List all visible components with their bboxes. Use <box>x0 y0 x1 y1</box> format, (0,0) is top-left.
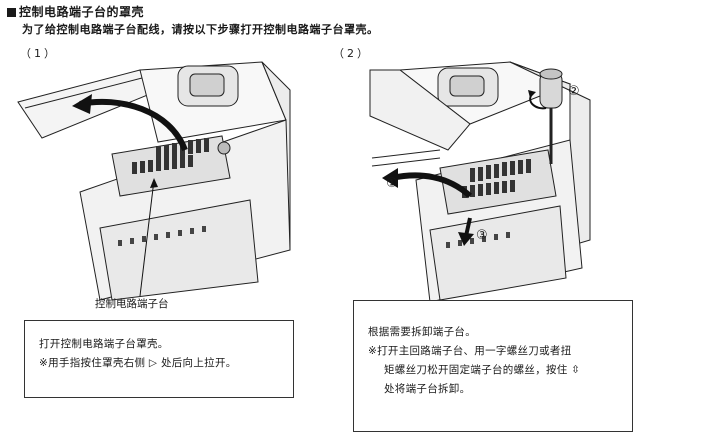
callout-2: ② <box>568 84 580 99</box>
step-2-line: 处将端子台拆卸。 <box>384 383 471 395</box>
bullet-square-icon <box>7 8 16 17</box>
step-2-line: 矩螺丝刀松开固定端子台的螺丝，按住 ⇳ <box>384 364 581 376</box>
callout-3: ③ <box>476 228 488 243</box>
step-2-instructions: 根据需要拆卸端子台。 ※打开主回路端子台、用一字螺丝刀或者扭 矩螺丝刀松开固定端… <box>353 300 633 432</box>
step-2-number: （2） <box>333 47 371 60</box>
step-1-number: （1） <box>20 47 58 60</box>
section-heading: 控制电路端子台的罩壳 <box>7 3 144 20</box>
figure-2-drawing <box>369 61 591 303</box>
step-1-line: ※用手指按住罩壳右侧 ▷ 处后向上拉开。 <box>39 357 237 369</box>
figure-1-drawing <box>17 61 291 301</box>
terminal-block-label: 控制电路端子台 <box>95 298 169 310</box>
intro-text: 为了给控制电路端子台配线，请按以下步骤打开控制电路端子台罩壳。 <box>22 23 379 36</box>
step-2-line: ※打开主回路端子台、用一字螺丝刀或者扭 <box>368 345 572 357</box>
step-1-line: 打开控制电路端子台罩壳。 <box>39 338 169 350</box>
step-2-line: 根据需要拆卸端子台。 <box>368 326 476 338</box>
callout-1: ① <box>386 176 398 191</box>
step-1-instructions: 打开控制电路端子台罩壳。 ※用手指按住罩壳右侧 ▷ 处后向上拉开。 <box>24 320 294 398</box>
